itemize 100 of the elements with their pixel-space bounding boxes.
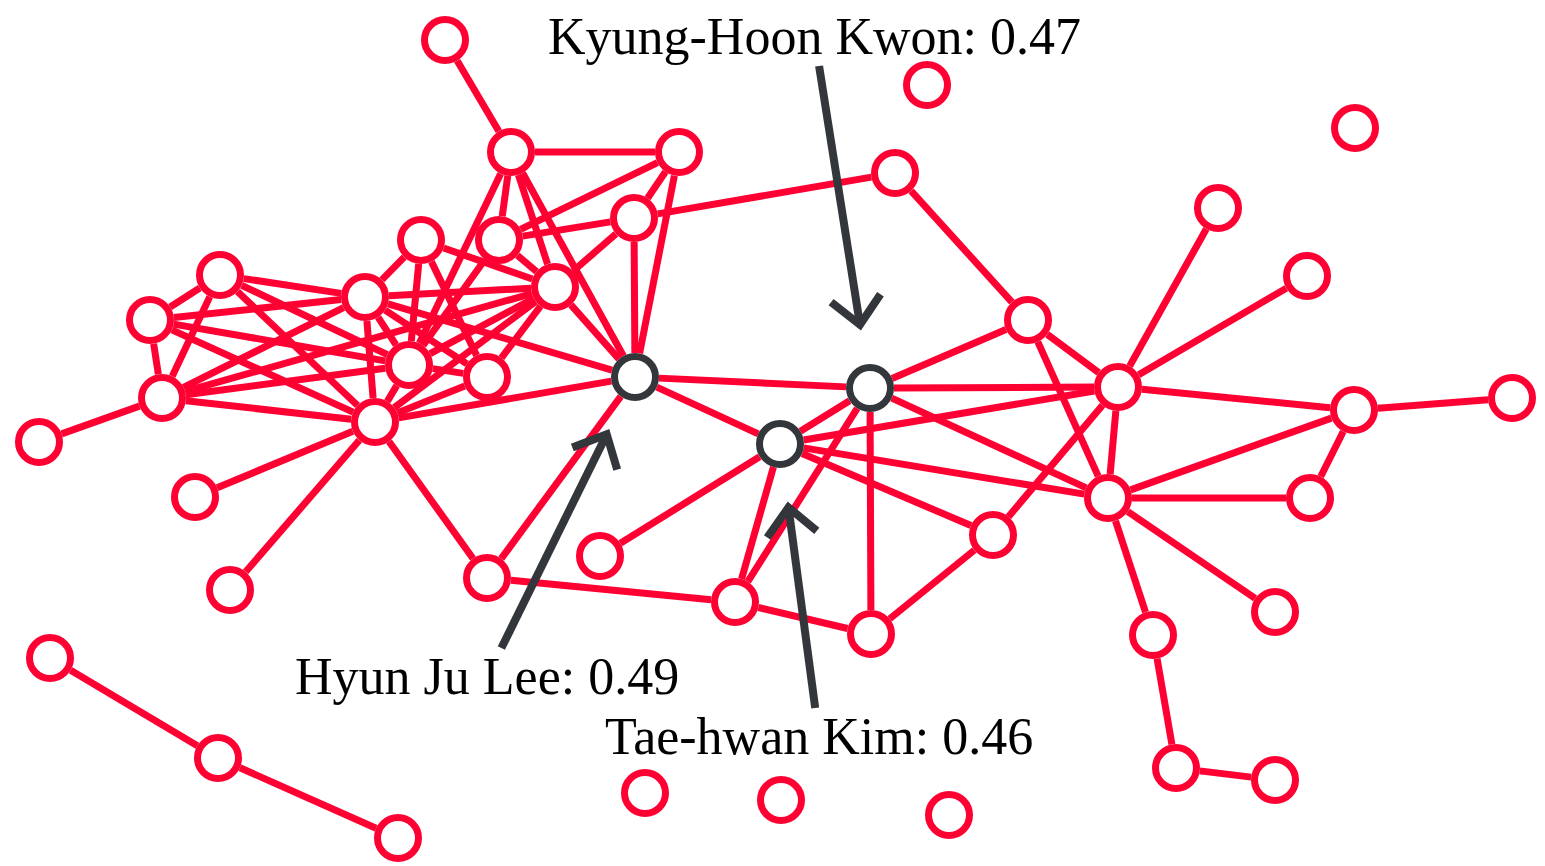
network-edge <box>184 290 533 395</box>
network-node <box>611 353 659 401</box>
network-node <box>1330 386 1378 434</box>
network-node <box>925 791 973 839</box>
network-edge <box>428 260 480 357</box>
network-edge <box>392 298 538 411</box>
network-edge <box>908 188 1015 305</box>
network-node <box>871 149 919 197</box>
network-node <box>206 566 254 614</box>
network-node <box>26 634 74 682</box>
network-edge <box>636 174 678 355</box>
network-edge <box>383 307 469 367</box>
network-node <box>196 251 244 299</box>
network-edge <box>866 412 875 610</box>
network-edge <box>890 394 1088 492</box>
network-edge <box>60 402 141 438</box>
network-edge <box>1034 340 1102 478</box>
network-node <box>1488 374 1536 422</box>
network-node <box>1004 296 1052 344</box>
network-edge <box>618 453 762 547</box>
pointer-arrow <box>815 65 885 329</box>
network-edge <box>395 382 467 417</box>
network-edge <box>798 397 852 435</box>
network-node <box>1094 363 1142 411</box>
network-edge <box>173 296 342 321</box>
network-node <box>1331 104 1379 152</box>
network-node <box>610 194 658 242</box>
network-node <box>475 216 523 264</box>
network-edge <box>173 320 386 365</box>
network-edge <box>1112 519 1149 614</box>
network-edge <box>238 764 378 832</box>
network-node <box>576 532 624 580</box>
node-label: Tae-hwan Kim: 0.46 <box>605 708 1034 766</box>
network-node <box>1129 611 1177 659</box>
network-node <box>903 61 951 109</box>
network-node <box>351 398 399 446</box>
network-edge <box>388 284 532 300</box>
network-edge <box>407 263 423 342</box>
network-node <box>756 420 804 468</box>
network-node <box>138 374 186 422</box>
network-edge <box>1045 331 1101 376</box>
network-edge <box>243 437 362 575</box>
network-node <box>1084 474 1132 522</box>
network-edge <box>1132 494 1286 502</box>
network-node <box>194 734 242 782</box>
network-edge <box>235 288 360 409</box>
network-edge <box>644 169 669 201</box>
network-node <box>621 769 669 817</box>
network-edge <box>168 285 202 310</box>
network-edge <box>515 252 539 275</box>
network-node <box>463 554 511 602</box>
network-edge <box>363 320 377 399</box>
pointer-arrow <box>497 430 622 650</box>
network-edge <box>1125 508 1258 602</box>
network-edge <box>170 326 355 416</box>
network-edge <box>215 428 355 491</box>
pointer-arrow <box>763 503 821 709</box>
network-edge <box>1153 658 1176 745</box>
network-edge <box>658 374 847 391</box>
network-node <box>463 353 511 401</box>
network-edge <box>630 241 639 354</box>
network-edge <box>398 377 612 422</box>
network-edge <box>522 218 611 240</box>
network-edge <box>375 315 399 347</box>
network-edge <box>454 58 502 134</box>
network-node <box>1152 744 1200 792</box>
node-label: Hyun Ju Lee: 0.49 <box>295 648 680 706</box>
network-edge <box>384 383 400 404</box>
network-edge <box>894 383 1094 392</box>
network-edge <box>744 406 861 584</box>
network-edge <box>1377 396 1489 412</box>
network-edge <box>800 450 973 529</box>
network-node <box>847 610 895 658</box>
network-edge <box>169 295 213 378</box>
network-edge <box>1005 403 1106 519</box>
network-node <box>126 296 174 344</box>
network-edge <box>1106 410 1120 475</box>
network-edge <box>519 159 659 233</box>
network-node <box>341 273 389 321</box>
network-node <box>385 341 433 389</box>
network-edge <box>803 387 1095 444</box>
network-node <box>1251 588 1299 636</box>
network-edge <box>1199 767 1252 781</box>
network-node <box>846 364 894 412</box>
network-node <box>15 418 63 466</box>
network-node <box>374 814 422 862</box>
network-node <box>171 473 219 521</box>
network-edge <box>1317 429 1347 479</box>
network-node <box>1194 184 1242 232</box>
network-edge <box>757 604 849 632</box>
network-node <box>969 511 1017 559</box>
network-edge <box>519 171 627 358</box>
network-node <box>757 776 805 824</box>
network-node <box>1251 756 1299 804</box>
network-edge <box>498 304 544 360</box>
network-edge <box>416 172 504 345</box>
network-edge <box>738 466 777 580</box>
network-edge <box>887 547 977 622</box>
network-edge <box>535 148 655 156</box>
network-edge <box>1126 227 1210 368</box>
